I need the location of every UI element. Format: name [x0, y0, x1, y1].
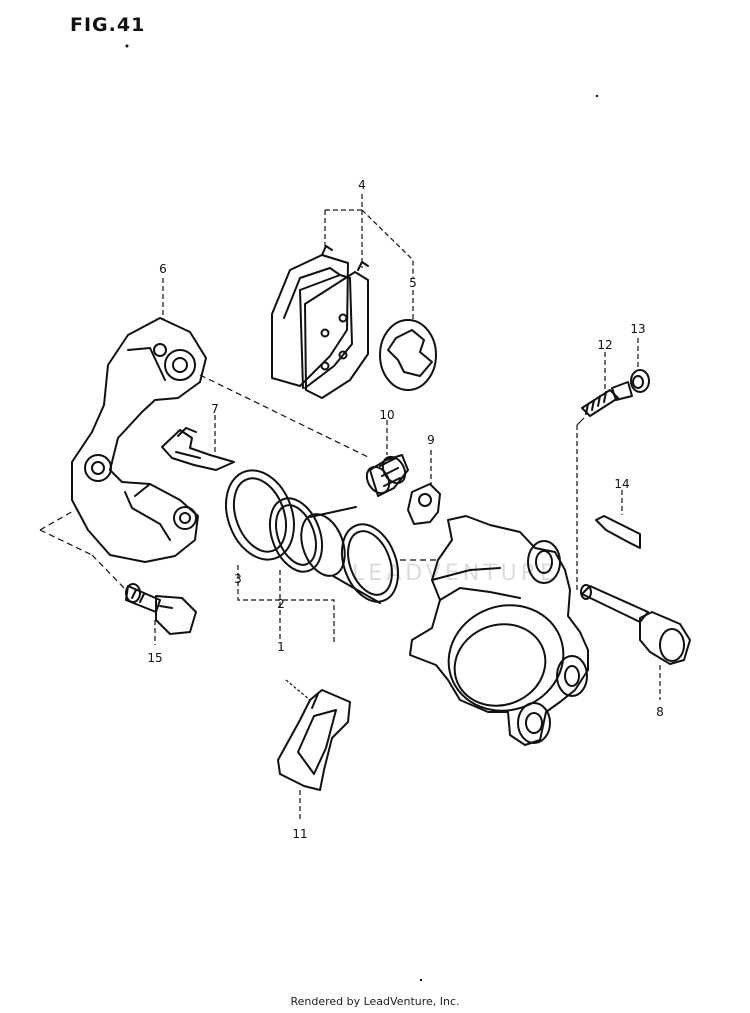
pad-shim[interactable]	[379, 319, 437, 391]
slide-pin-boot[interactable]	[362, 453, 409, 497]
pin-clip[interactable]	[595, 515, 641, 549]
scan-specks	[125, 44, 599, 982]
callout-8[interactable]: 8	[656, 705, 664, 719]
callout-3[interactable]: 3	[234, 572, 242, 586]
callout-10[interactable]: 10	[379, 408, 394, 422]
bleeder-cap[interactable]	[630, 369, 650, 393]
leader-lines	[39, 194, 661, 820]
callout-15[interactable]: 15	[147, 651, 162, 665]
callout-2[interactable]: 2	[277, 597, 285, 611]
callout-4[interactable]: 4	[358, 178, 366, 192]
caliper-piston[interactable]	[293, 506, 408, 609]
bracket-bolt[interactable]	[125, 583, 197, 635]
callout-12[interactable]: 12	[597, 338, 612, 352]
piston-seal[interactable]	[260, 491, 331, 579]
callout-13[interactable]: 13	[630, 322, 645, 336]
callout-labels: 4 5 6 7 10 9 12 13 14 3 2 1 15 8 11	[147, 178, 663, 841]
figure-title: FIG.41	[70, 14, 146, 36]
brake-pad-set[interactable]	[271, 245, 369, 399]
callout-5[interactable]: 5	[409, 276, 417, 290]
bleeder-valve[interactable]	[581, 381, 633, 417]
callout-14[interactable]: 14	[614, 477, 629, 491]
pad-spring[interactable]	[161, 427, 235, 471]
caliper-bracket[interactable]	[71, 317, 207, 563]
caliper-body[interactable]	[409, 515, 589, 746]
callout-1[interactable]: 1	[277, 640, 285, 654]
caliper-pin-bolt[interactable]	[580, 584, 691, 665]
callout-11[interactable]: 11	[292, 827, 307, 841]
callout-9[interactable]: 9	[427, 433, 435, 447]
callout-6[interactable]: 6	[159, 262, 167, 276]
callout-7[interactable]: 7	[211, 402, 219, 416]
pad-retainer[interactable]	[277, 689, 351, 791]
dust-seal[interactable]	[214, 461, 306, 569]
boot-retainer[interactable]	[407, 483, 441, 525]
footer-credit: Rendered by LeadVenture, Inc.	[290, 995, 460, 1008]
